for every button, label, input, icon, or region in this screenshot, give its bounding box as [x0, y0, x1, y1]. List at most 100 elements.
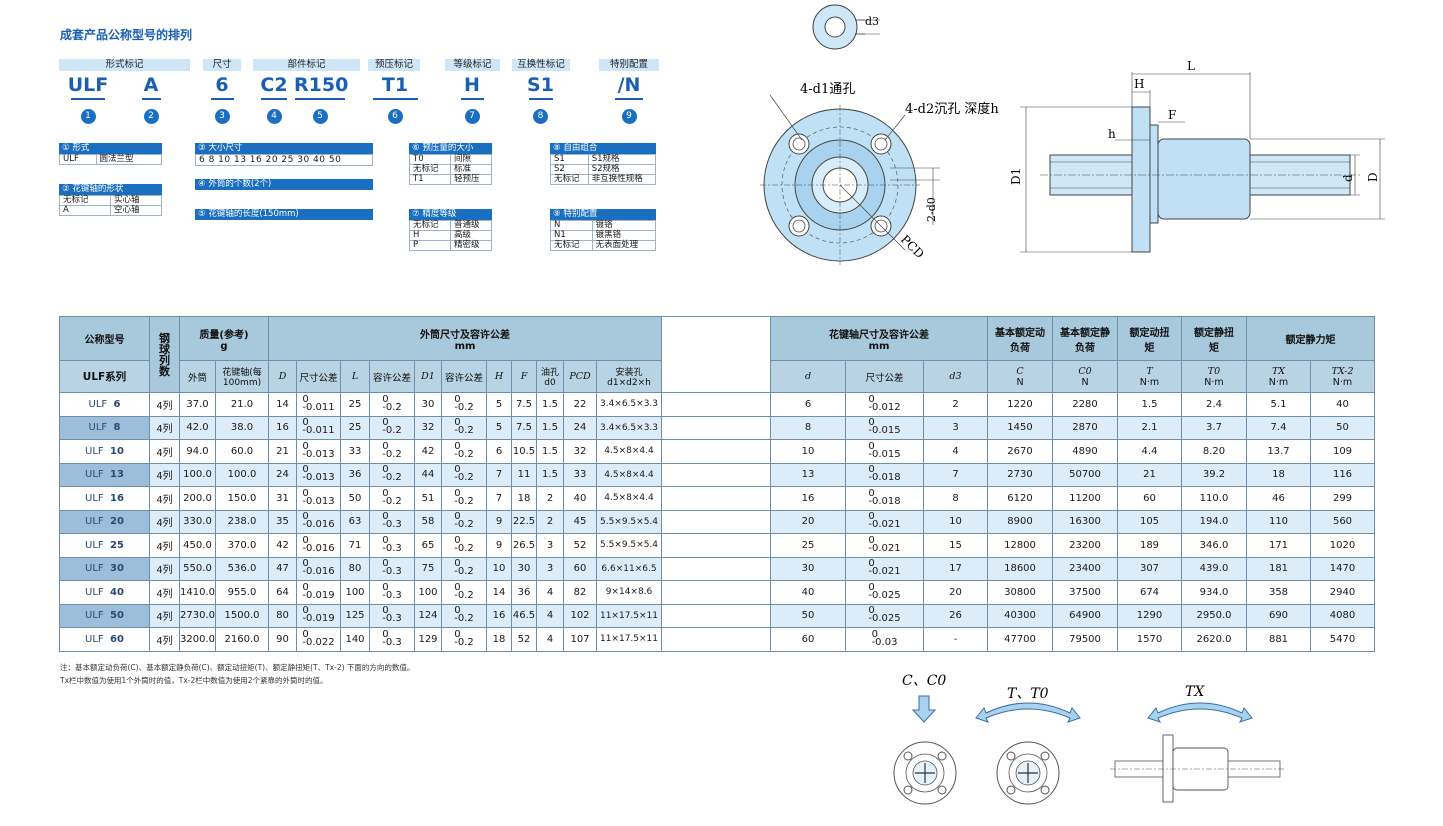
pcd-label: PCD	[898, 232, 927, 261]
sub-F: F	[511, 360, 537, 393]
cell-D1-tol: 0-0.2	[441, 556, 487, 581]
sub-C0-sym: C0	[1078, 365, 1092, 377]
cell-TX: 881	[1246, 627, 1311, 652]
cell-C0: 64900	[1052, 603, 1118, 628]
cell-mount: 9×14×8.6	[596, 580, 662, 605]
cell-TX2: 116	[1310, 462, 1375, 487]
sub-PCD: PCD	[563, 360, 597, 393]
legend-spline-shape-title: ② 花键轴的形状	[59, 184, 162, 195]
cell-TX: 171	[1246, 533, 1311, 558]
code-underline	[141, 98, 161, 100]
sub-d: d	[770, 360, 846, 393]
cell-C: 1450	[987, 415, 1053, 440]
load-tx-label: TX	[1185, 684, 1205, 700]
sub-D1: D1	[414, 360, 442, 393]
section-title: 成套产品公称型号的排列	[60, 28, 193, 42]
code-value: /N	[617, 74, 641, 96]
legend-cell: T0	[409, 154, 451, 165]
flange-icon-2	[996, 741, 1060, 805]
cell-TX2: 299	[1310, 486, 1375, 511]
cell-D-tol: 0-0.019	[296, 580, 341, 605]
legend-size-title: ③ 大小尺寸	[195, 143, 373, 154]
cell-d0: 2	[536, 509, 564, 534]
cell-PCD: 52	[563, 533, 597, 558]
flange-drawing: d3 4-d1通孔 4-d2沉孔 深度h 2-d0 PCD	[760, 4, 1385, 265]
cell-L-tol: 0-0.3	[369, 556, 415, 581]
code-value: C2	[260, 74, 288, 96]
cell-L: 63	[340, 509, 370, 534]
cell-blank	[661, 509, 771, 534]
cell-TX2: 109	[1310, 439, 1375, 464]
sub-TX2-sym: TX-2	[1331, 365, 1354, 377]
flange-side-view	[1020, 72, 1385, 253]
code-group-label: 预压标记	[368, 59, 420, 71]
sub-shaft: 花键轴(每100mm)	[215, 360, 269, 393]
cell-T: 307	[1117, 556, 1182, 581]
legend-special-title: ⑨ 特别配置	[550, 209, 656, 220]
cell-TX: 7.4	[1246, 415, 1311, 440]
cell-TX: 5.1	[1246, 392, 1311, 417]
cell-F: 36	[511, 580, 537, 605]
cell-d-tol: 0-0.018	[845, 462, 924, 487]
cell-d: 50	[770, 603, 846, 628]
cell-T: 674	[1117, 580, 1182, 605]
cell-d0: 1.5	[536, 415, 564, 440]
sub-D1-tol: 容许公差	[441, 360, 487, 393]
sub-d-tol: 尺寸公差	[845, 360, 924, 393]
legend-cell: N1	[550, 230, 593, 241]
cell-PCD: 45	[563, 509, 597, 534]
cell-D-tol: 0-0.016	[296, 556, 341, 581]
cell-T: 1.5	[1117, 392, 1182, 417]
cell-D-tol: 0-0.013	[296, 486, 341, 511]
legend-cell: 轻预压	[450, 174, 492, 185]
cell-L: 71	[340, 533, 370, 558]
cell-d: 13	[770, 462, 846, 487]
code-underline	[460, 98, 484, 100]
header-C0: 基本额定静负荷	[1052, 316, 1118, 361]
cell-mount: 4.5×8×4.4	[596, 439, 662, 464]
cell-D-tol: 0-0.011	[296, 415, 341, 440]
cell-d3: 10	[923, 509, 988, 534]
cell-mount: 4.5×8×4.4	[596, 486, 662, 511]
sub-H: H	[486, 360, 512, 393]
sub-L: L	[340, 360, 370, 393]
cell-TX2: 40	[1310, 392, 1375, 417]
legend-cell: H	[409, 230, 451, 241]
cell-TX2: 1020	[1310, 533, 1375, 558]
cell-d-tol: 0-0.012	[845, 392, 924, 417]
cell-model: ULF 8	[59, 415, 150, 440]
cell-d-tol: 0-0.021	[845, 509, 924, 534]
cell-model: ULF 6	[59, 392, 150, 417]
code-group-label: 尺寸	[203, 59, 241, 71]
cell-F: 52	[511, 627, 537, 652]
legend-cell: 无标记	[550, 174, 589, 185]
cell-TX: 358	[1246, 580, 1311, 605]
cell-D1: 44	[414, 462, 442, 487]
cell-D: 16	[268, 415, 297, 440]
sub-TX2-unit: N·m	[1332, 376, 1353, 388]
code-value: ULF	[67, 74, 109, 96]
cell-mass-outer: 330.0	[179, 509, 216, 534]
cell-D1-tol: 0-0.2	[441, 627, 487, 652]
cell-d: 30	[770, 556, 846, 581]
cell-T: 105	[1117, 509, 1182, 534]
cell-model: ULF 30	[59, 556, 150, 581]
cell-balls: 4列	[149, 509, 180, 534]
cell-mass-outer: 2730.0	[179, 603, 216, 628]
legend-cell: 空心轴	[110, 205, 162, 216]
cell-TX2: 2940	[1310, 580, 1375, 605]
torque-arrow-icon	[975, 702, 1081, 723]
header-series: ULF系列	[59, 360, 150, 393]
sub-d3: d3	[923, 360, 988, 393]
